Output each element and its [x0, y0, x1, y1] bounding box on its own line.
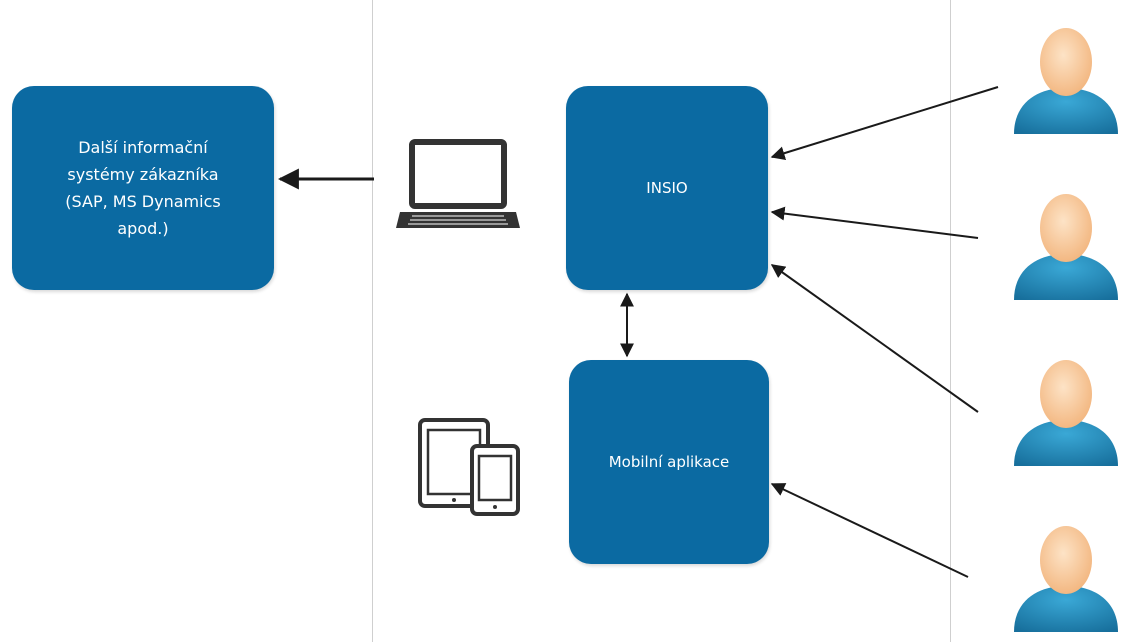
arrow-user3-to-insio: [770, 264, 979, 413]
insio-label: INSIO: [646, 178, 688, 197]
user-icon: [1014, 526, 1118, 632]
external-systems-box: Další informační systémy zákazníka (SAP,…: [12, 86, 274, 290]
arrow-user4-to-mobile: [770, 483, 969, 578]
arrow-user1-to-insio: [770, 86, 999, 160]
column-divider-left: [372, 0, 373, 642]
user-icon: [1014, 360, 1118, 466]
laptop-icon: [396, 139, 520, 228]
mobile-app-label: Mobilní aplikace: [608, 452, 730, 471]
user-icon: [1014, 28, 1118, 134]
arrow-user2-to-insio: [770, 206, 979, 239]
external-systems-label: Další informační systémy zákazníka (SAP,…: [65, 138, 221, 238]
insio-box: INSIO: [566, 86, 768, 290]
user-icon: [1014, 194, 1118, 300]
mobile-app-box: Mobilní aplikace: [569, 360, 769, 564]
tablet-phone-icon: [418, 418, 520, 516]
column-divider-right: [950, 0, 951, 642]
